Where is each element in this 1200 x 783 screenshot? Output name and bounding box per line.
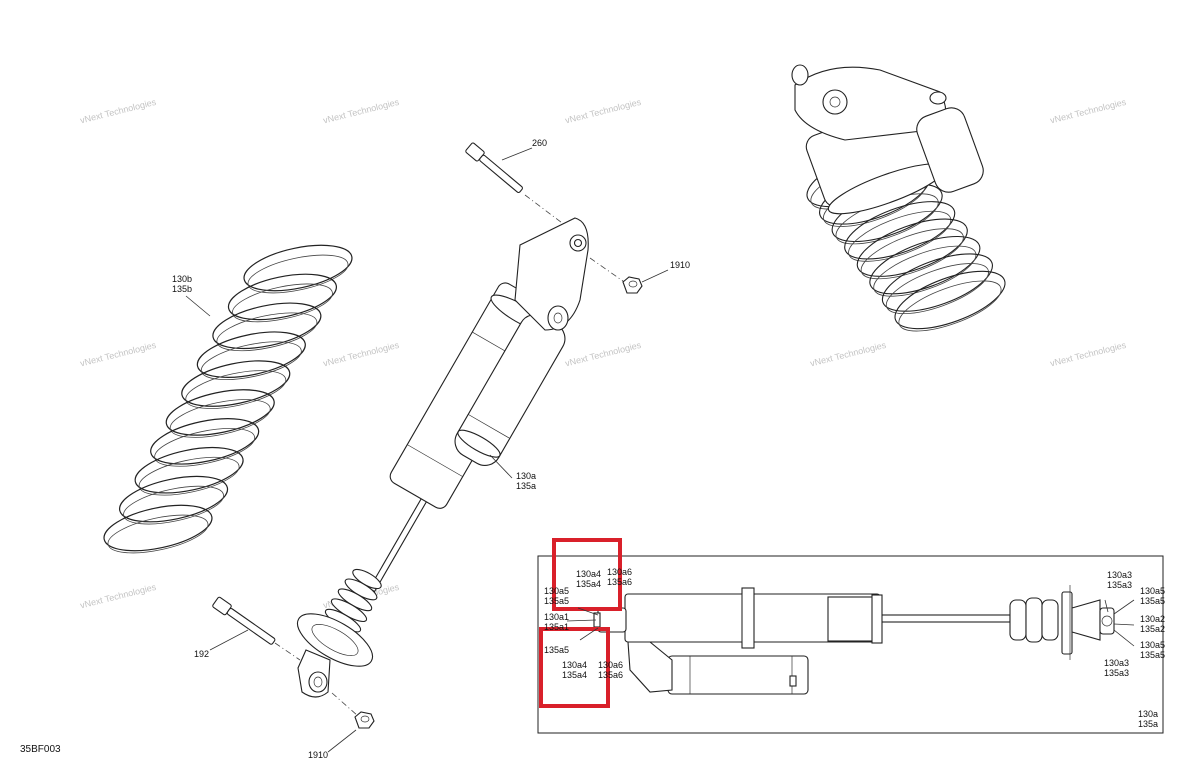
detail-130a4-upper: 130a4 <box>576 569 601 579</box>
spring-coil <box>134 446 244 494</box>
spring-coil <box>181 360 291 407</box>
callout-130b: 130b <box>172 274 192 284</box>
detail-130a-corner: 130a <box>1138 709 1158 719</box>
bottom-bolt <box>212 596 276 645</box>
spring-coil-inner <box>232 283 333 323</box>
detail-135a6-upper: 135a6 <box>607 577 632 587</box>
detail-135a5-right-lower: 135a5 <box>1140 650 1165 660</box>
diagram-code: 35BF003 <box>20 744 61 755</box>
bottom-nut <box>354 711 375 729</box>
watermark: vNext Technologies <box>79 97 157 126</box>
detail-130a3-top: 130a3 <box>1107 570 1132 580</box>
leader-lines <box>185 147 1135 753</box>
detail-135a5-right: 135a5 <box>1140 596 1165 606</box>
callout-192: 192 <box>194 649 209 659</box>
detail-130a5-right: 130a5 <box>1140 586 1165 596</box>
spring-coil-inner <box>169 399 271 438</box>
spring-coil <box>196 331 306 378</box>
callout-260: 260 <box>532 138 547 148</box>
top-nut <box>622 276 643 294</box>
callout-1910-bottom: 1910 <box>308 750 328 760</box>
spring-coil <box>165 389 275 436</box>
bottom-bolt-axis <box>274 642 301 661</box>
spring-coil-inner <box>885 263 989 315</box>
spring-coil-inner <box>848 210 952 262</box>
detail-inset <box>537 555 1164 734</box>
highlight-box-upper <box>552 538 622 611</box>
detail-130a3-bottom: 130a3 <box>1104 658 1129 668</box>
detail-130a5-right-lower: 130a5 <box>1140 640 1165 650</box>
spring-coil-inner <box>860 228 964 280</box>
detail-135a4-lower: 135a4 <box>562 670 587 680</box>
spring-coil-inner <box>123 485 224 525</box>
detail-135a2: 135a2 <box>1140 624 1165 634</box>
watermark: vNext Technologies <box>79 340 157 369</box>
spring-coil <box>844 201 956 260</box>
spring-coil <box>894 270 1006 330</box>
detail-135a5-left: 135a5 <box>544 596 569 606</box>
top-bolt <box>465 142 523 193</box>
spring-coil-inner <box>200 341 302 380</box>
watermark: vNext Technologies <box>809 340 887 369</box>
watermark: vNext Technologies <box>564 340 642 369</box>
spring-coil-inner <box>138 456 240 496</box>
callout-130a: 130a <box>516 471 536 481</box>
spring-coil <box>856 218 968 277</box>
shock-absorber <box>296 217 589 698</box>
watermark: vNext Technologies <box>79 582 157 611</box>
spring-coil-inner <box>247 254 349 294</box>
spring-coil-inner <box>154 428 256 467</box>
detail-130a2: 130a2 <box>1140 614 1165 624</box>
spring-coil <box>150 418 260 465</box>
detail-130a6-upper: 130a6 <box>607 567 632 577</box>
watermark: vNext Technologies <box>1049 340 1127 369</box>
coil-spring <box>103 244 353 554</box>
detail-130a5-left: 130a5 <box>544 586 569 596</box>
detail-135a3-top: 135a3 <box>1107 580 1132 590</box>
detail-135a4-upper: 135a4 <box>576 579 601 589</box>
callout-1910-top: 1910 <box>670 260 690 270</box>
detail-135a3-bottom: 135a3 <box>1104 668 1129 678</box>
watermark: vNext Technologies <box>322 97 400 126</box>
spring-coil-inner <box>216 312 318 352</box>
spring-coil <box>243 244 353 292</box>
detail-130a1: 130a1 <box>544 612 569 622</box>
spring-coil-inner <box>107 514 209 554</box>
spring-coil <box>212 302 322 350</box>
watermark: vNext Technologies <box>322 340 400 369</box>
bolt-axis-line <box>524 194 583 239</box>
spring-coil-inner <box>873 245 977 297</box>
spring-coil-inner <box>185 370 287 409</box>
highlight-box-lower <box>539 627 610 708</box>
watermark: vNext Technologies <box>1049 97 1127 126</box>
spring-coil <box>881 253 993 312</box>
spring-coil <box>103 504 213 552</box>
detail-135a1: 135a1 <box>544 622 569 632</box>
spring-coil <box>227 273 338 321</box>
spring-coil-inner <box>898 280 1002 332</box>
detail-130a4-lower: 130a4 <box>562 660 587 670</box>
spring-coil <box>869 235 981 295</box>
callout-135a: 135a <box>516 481 536 491</box>
spring-coil <box>118 475 229 523</box>
detail-135a-corner: 135a <box>1138 719 1158 729</box>
watermark: vNext Technologies <box>564 97 642 126</box>
detail-135a6-lower: 135a6 <box>598 670 623 680</box>
detail-130a6-lower: 130a6 <box>598 660 623 670</box>
callout-135b: 135b <box>172 284 192 294</box>
detail-135a5-lower: 135a5 <box>544 645 569 655</box>
assembled-shock-view <box>791 64 1006 332</box>
bottom-nut-axis <box>331 692 359 717</box>
